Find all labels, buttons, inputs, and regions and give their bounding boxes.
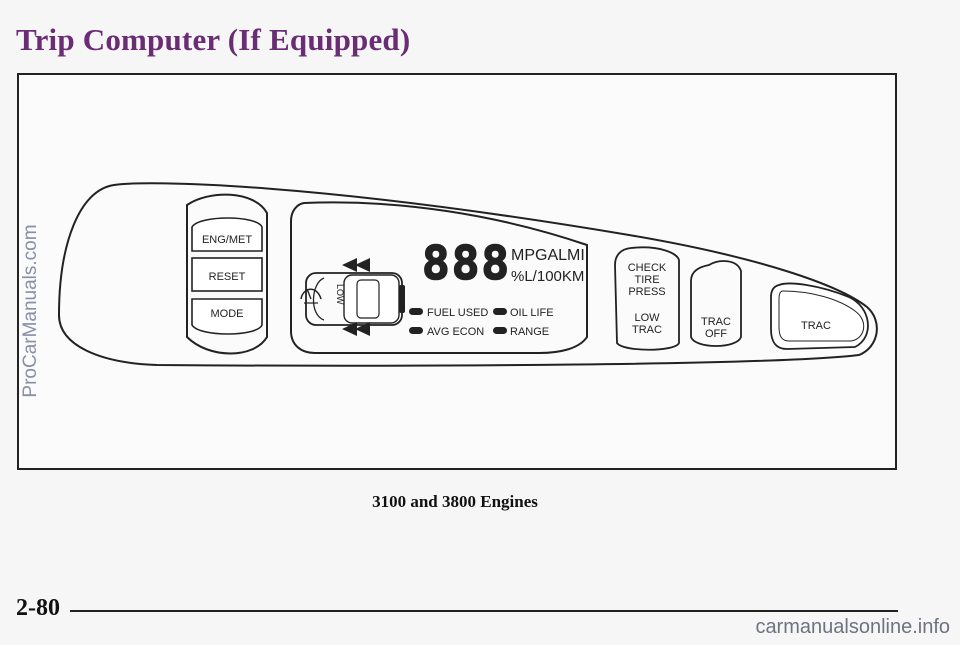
main-display xyxy=(290,201,588,354)
trac-button[interactable]: TRAC xyxy=(770,282,869,350)
trac-off-indicator: TRAC OFF xyxy=(690,260,742,347)
reset-button[interactable]: RESET xyxy=(191,257,263,292)
check-tire-press-line2: TIRE xyxy=(634,274,659,286)
trac-button-label: TRAC xyxy=(801,320,831,332)
indicator-fuel-used-label: FUEL USED xyxy=(427,307,488,319)
mode-label: MODE xyxy=(211,308,244,320)
trac-off-line1: TRAC xyxy=(701,316,731,328)
figure-caption: 3100 and 3800 Engines xyxy=(372,492,538,511)
low-indicator-text: LOW xyxy=(335,284,345,305)
trac-off-line2: OFF xyxy=(705,328,727,340)
indicator-oil-life: OIL LIFE xyxy=(493,307,554,319)
unit-l-per-100km: %L/100KM xyxy=(511,268,584,285)
unit-mpg: MPGALMI xyxy=(511,247,585,264)
check-tire-press-line1: CHECK xyxy=(628,262,667,274)
low-trac-line1: LOW xyxy=(634,312,660,324)
instrument-panel-illustration: ENG/MET RESET MODE LOW xyxy=(57,182,878,367)
side-watermark: ProCarManuals.com xyxy=(20,224,41,398)
footer-rule xyxy=(70,610,898,612)
low-trac-line2: TRAC xyxy=(632,324,662,336)
indicator-fuel-used: FUEL USED xyxy=(409,307,488,319)
eng-met-label: ENG/MET xyxy=(202,234,252,246)
mode-button[interactable]: MODE xyxy=(191,298,263,335)
eng-met-button[interactable]: ENG/MET xyxy=(191,217,263,252)
indicator-oil-life-label: OIL LIFE xyxy=(510,307,554,319)
indicator-range-label: RANGE xyxy=(510,326,549,338)
wiper-icon xyxy=(300,288,322,304)
console-outline xyxy=(57,182,878,367)
page-number: 2-80 xyxy=(16,595,60,621)
display-digits: 888 xyxy=(422,236,511,290)
slip-arrows-bottom-icon xyxy=(342,322,370,336)
button-pod xyxy=(186,193,268,355)
warning-lights-pod: CHECK TIRE PRESS LOW TRAC xyxy=(614,246,680,351)
page-title: Trip Computer (If Equipped) xyxy=(16,22,411,57)
bottom-watermark: carmanualsonline.info xyxy=(755,616,950,638)
indicator-avg-econ: AVG ECON xyxy=(409,326,484,338)
car-topview-icon: LOW xyxy=(305,272,405,326)
indicator-range: RANGE xyxy=(493,326,549,338)
reset-label: RESET xyxy=(209,271,246,283)
slip-arrows-top-icon xyxy=(342,258,370,272)
illustration-frame: ENG/MET RESET MODE LOW xyxy=(17,73,897,470)
check-tire-press-line3: PRESS xyxy=(628,286,665,298)
indicator-avg-econ-label: AVG ECON xyxy=(427,326,484,338)
